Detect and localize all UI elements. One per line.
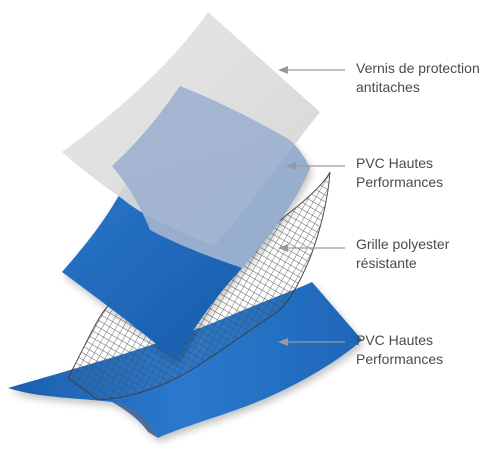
label-pvc-top-line1: PVC Hautes [356,155,434,171]
label-pvc-bottom-line2: Performances [356,351,444,367]
label-pvc-top-line2: Performances [356,174,444,190]
label-varnish: Vernis de protection antitaches [356,59,480,97]
leader-lines [278,66,345,346]
leader-pvc-bottom [278,338,345,346]
label-pvc-bottom-line1: PVC Hautes [356,332,434,348]
label-grid-line1: Grille polyester [356,236,450,252]
label-varnish-line1: Vernis de protection [356,60,480,76]
label-pvc-top: PVC Hautes Performances [356,154,443,192]
leader-pvc-top [286,162,345,170]
leader-grid [278,244,345,252]
label-grid: Grille polyester résistante [356,235,449,273]
label-pvc-bottom: PVC Hautes Performances [356,331,443,369]
label-varnish-line2: antitaches [356,79,420,95]
label-grid-line2: résistante [356,255,417,271]
varnish-film-layer [62,12,320,268]
leader-varnish [278,66,345,74]
